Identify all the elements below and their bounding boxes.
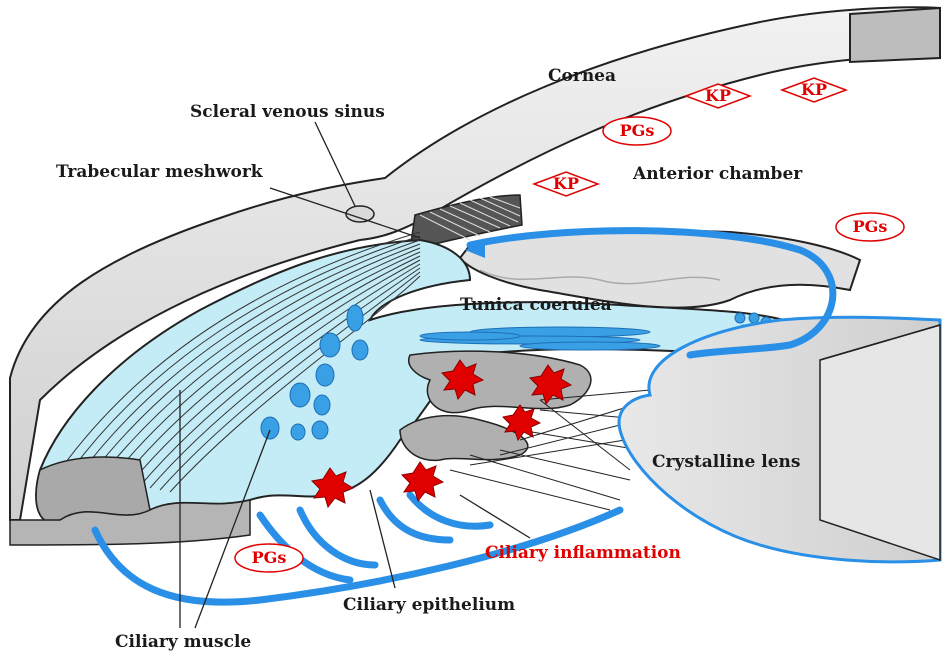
crystalline-lens-label: Crystalline lens (652, 452, 800, 472)
kp-label: KP (548, 174, 584, 193)
cornea-label: Cornea (548, 66, 616, 86)
kp-label: KP (796, 80, 832, 99)
ciliary-epithelium-label: Ciliary epithelium (343, 595, 515, 615)
pgs-label: PGs (612, 121, 662, 140)
pgs-label: PGs (845, 217, 895, 236)
tunica-coerulea-label: Tunica coerulea (460, 295, 612, 315)
lens-edge (820, 325, 940, 560)
scleral-venous-sinus-label: Scleral venous sinus (190, 102, 385, 122)
scleral-venous-sinus (346, 206, 374, 222)
ciliary-muscle-label: Ciliary muscle (115, 632, 251, 652)
ciliary-inflammation-label: Ciliary inflammation (485, 543, 681, 563)
kp-label: KP (700, 86, 736, 105)
cornea-cut-face (850, 8, 940, 62)
trabecular-meshwork-label: Trabecular meshwork (56, 162, 263, 182)
pgs-label: PGs (244, 548, 294, 567)
anterior-chamber-label: Anterior chamber (633, 164, 802, 184)
